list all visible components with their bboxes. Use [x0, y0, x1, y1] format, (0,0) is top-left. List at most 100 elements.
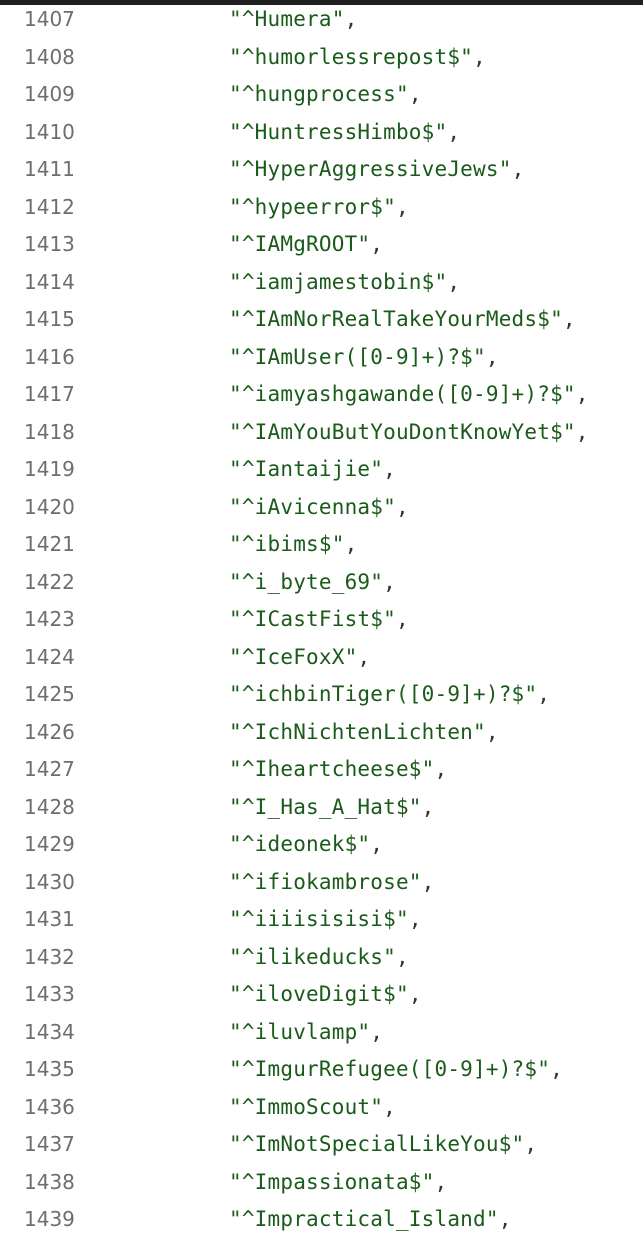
line-number[interactable]: 1416 — [24, 344, 75, 369]
string-literal: "^ifiokambrose" — [229, 869, 422, 894]
line-number[interactable]: 1430 — [24, 869, 75, 894]
comma: , — [383, 569, 396, 594]
comma: , — [498, 1207, 512, 1231]
line-code: "^IAmUser([0-9]+)?$", — [229, 339, 499, 377]
line-number[interactable]: 1435 — [24, 1057, 75, 1081]
string-literal: "^Impassionata$" — [229, 1169, 435, 1194]
line-code: "^IchNichtenLichten", — [229, 714, 499, 752]
line-code: "^iiiisisisi$", — [229, 901, 422, 939]
line-number[interactable]: 1415 — [24, 307, 75, 331]
string-literal: "^I_Has_A_Hat$" — [229, 794, 422, 819]
string-literal: "^iamyashgawande([0-9]+)?$" — [229, 382, 576, 406]
string-literal: "^iiiisisisi$" — [229, 907, 409, 931]
line-number[interactable]: 1434 — [24, 1019, 75, 1044]
line-number[interactable]: 1417 — [24, 382, 75, 406]
string-literal: "^i_byte_69" — [229, 569, 384, 594]
code-line: 1415"^IAmNorRealTakeYourMeds$", — [0, 301, 643, 339]
string-literal: "^HuntressHimbo$" — [229, 119, 448, 144]
line-number[interactable]: 1425 — [24, 682, 75, 706]
line-number[interactable]: 1408 — [24, 44, 75, 69]
comma: , — [434, 757, 448, 781]
comma: , — [383, 457, 396, 481]
line-number[interactable]: 1433 — [24, 982, 75, 1006]
line-number[interactable]: 1428 — [24, 794, 75, 819]
line-code: "^Iantaijie", — [229, 451, 396, 489]
top-status-bar — [0, 0, 643, 5]
code-line: 1426 "^IchNichtenLichten", — [0, 714, 643, 752]
line-code: "^ideonek$", — [229, 826, 383, 864]
code-line: 1412 "^hypeerror$", — [0, 189, 643, 227]
line-number[interactable]: 1438 — [24, 1169, 75, 1194]
code-line: 1421 "^ibims$", — [0, 526, 643, 564]
line-number[interactable]: 1413 — [24, 232, 75, 256]
string-literal: "^IchNichtenLichten" — [229, 719, 486, 744]
line-number[interactable]: 1432 — [24, 944, 75, 969]
comma: , — [370, 1019, 384, 1044]
string-literal: "^iloveDigit$" — [229, 982, 409, 1006]
code-line: 1429 "^ideonek$", — [0, 826, 643, 864]
line-code: "^HuntressHimbo$", — [229, 114, 460, 152]
comma: , — [395, 944, 409, 969]
line-number[interactable]: 1423 — [24, 607, 75, 631]
line-number[interactable]: 1414 — [24, 269, 75, 294]
line-number[interactable]: 1409 — [24, 82, 75, 106]
comma: , — [562, 307, 576, 331]
comma: , — [383, 1094, 396, 1119]
comma: , — [408, 982, 422, 1006]
line-number[interactable]: 1420 — [24, 494, 75, 519]
string-literal: "^iluvlamp" — [229, 1019, 371, 1044]
string-literal: "^ICastFist$" — [229, 607, 396, 631]
line-number[interactable]: 1419 — [24, 457, 75, 481]
comma: , — [524, 1132, 538, 1156]
line-number[interactable]: 1422 — [24, 569, 75, 594]
code-line: 1422 "^i_byte_69", — [0, 564, 643, 602]
comma: , — [395, 194, 409, 219]
code-line: 1420"^iAvicenna$", — [0, 489, 643, 527]
code-line: 1431 "^iiiisisisi$", — [0, 901, 643, 939]
line-number[interactable]: 1411 — [24, 157, 75, 181]
line-number[interactable]: 1412 — [24, 194, 75, 219]
code-line: 1424"^IceFoxX", — [0, 639, 643, 677]
line-number[interactable]: 1431 — [24, 907, 75, 931]
string-literal: "^Iantaijie" — [229, 457, 384, 481]
line-number[interactable]: 1427 — [24, 757, 75, 781]
line-number[interactable]: 1429 — [24, 832, 75, 856]
string-literal: "^IceFoxX" — [229, 644, 358, 669]
line-code: "^ibims$", — [229, 526, 357, 564]
line-number[interactable]: 1418 — [24, 419, 75, 444]
line-number[interactable]: 1424 — [24, 644, 75, 669]
code-line: 1436"^ImmoScout", — [0, 1089, 643, 1127]
string-literal: "^hypeerror$" — [229, 194, 396, 219]
code-line: 1423 "^ICastFist$", — [0, 601, 643, 639]
comma: , — [395, 494, 409, 519]
code-line: 1416 "^IAmUser([0-9]+)?$", — [0, 339, 643, 377]
line-number[interactable]: 1421 — [24, 532, 75, 556]
code-line: 1413"^IAMgROOT", — [0, 226, 643, 264]
line-number[interactable]: 1436 — [24, 1094, 75, 1119]
comma: , — [395, 607, 409, 631]
code-line: 1435"^ImgurRefugee([0-9]+)?$", — [0, 1051, 643, 1089]
line-code: "^HyperAggressiveJews", — [229, 151, 524, 189]
line-code: "^iluvlamp", — [229, 1014, 383, 1052]
line-code: "^humorlessrepost$", — [229, 39, 486, 77]
code-line: 1410 "^HuntressHimbo$", — [0, 114, 643, 152]
string-literal: "^ibims$" — [229, 532, 345, 556]
line-number[interactable]: 1410 — [24, 119, 75, 144]
string-literal: "^ideonek$" — [229, 832, 371, 856]
string-literal: "^hungprocess" — [229, 82, 409, 106]
string-literal: "^Iheartcheese$" — [229, 757, 435, 781]
string-literal: "^ImgurRefugee([0-9]+)?$" — [229, 1057, 551, 1081]
line-code: "^IAmYouButYouDontKnowYet$", — [229, 414, 589, 452]
string-literal: "^ichbinTiger([0-9]+)?$" — [229, 682, 538, 706]
line-number[interactable]: 1437 — [24, 1132, 75, 1156]
string-literal: "^ImNotSpecialLikeYou$" — [229, 1132, 525, 1156]
line-number[interactable]: 1407 — [24, 7, 75, 31]
line-number[interactable]: 1426 — [24, 719, 75, 744]
code-line: 1425"^ichbinTiger([0-9]+)?$", — [0, 676, 643, 714]
line-number[interactable]: 1439 — [24, 1207, 75, 1231]
line-code: "^ifiokambrose", — [229, 864, 435, 902]
line-code: "^ICastFist$", — [229, 601, 409, 639]
line-code: "^i_byte_69", — [229, 564, 396, 602]
code-line: 1419 "^Iantaijie", — [0, 451, 643, 489]
